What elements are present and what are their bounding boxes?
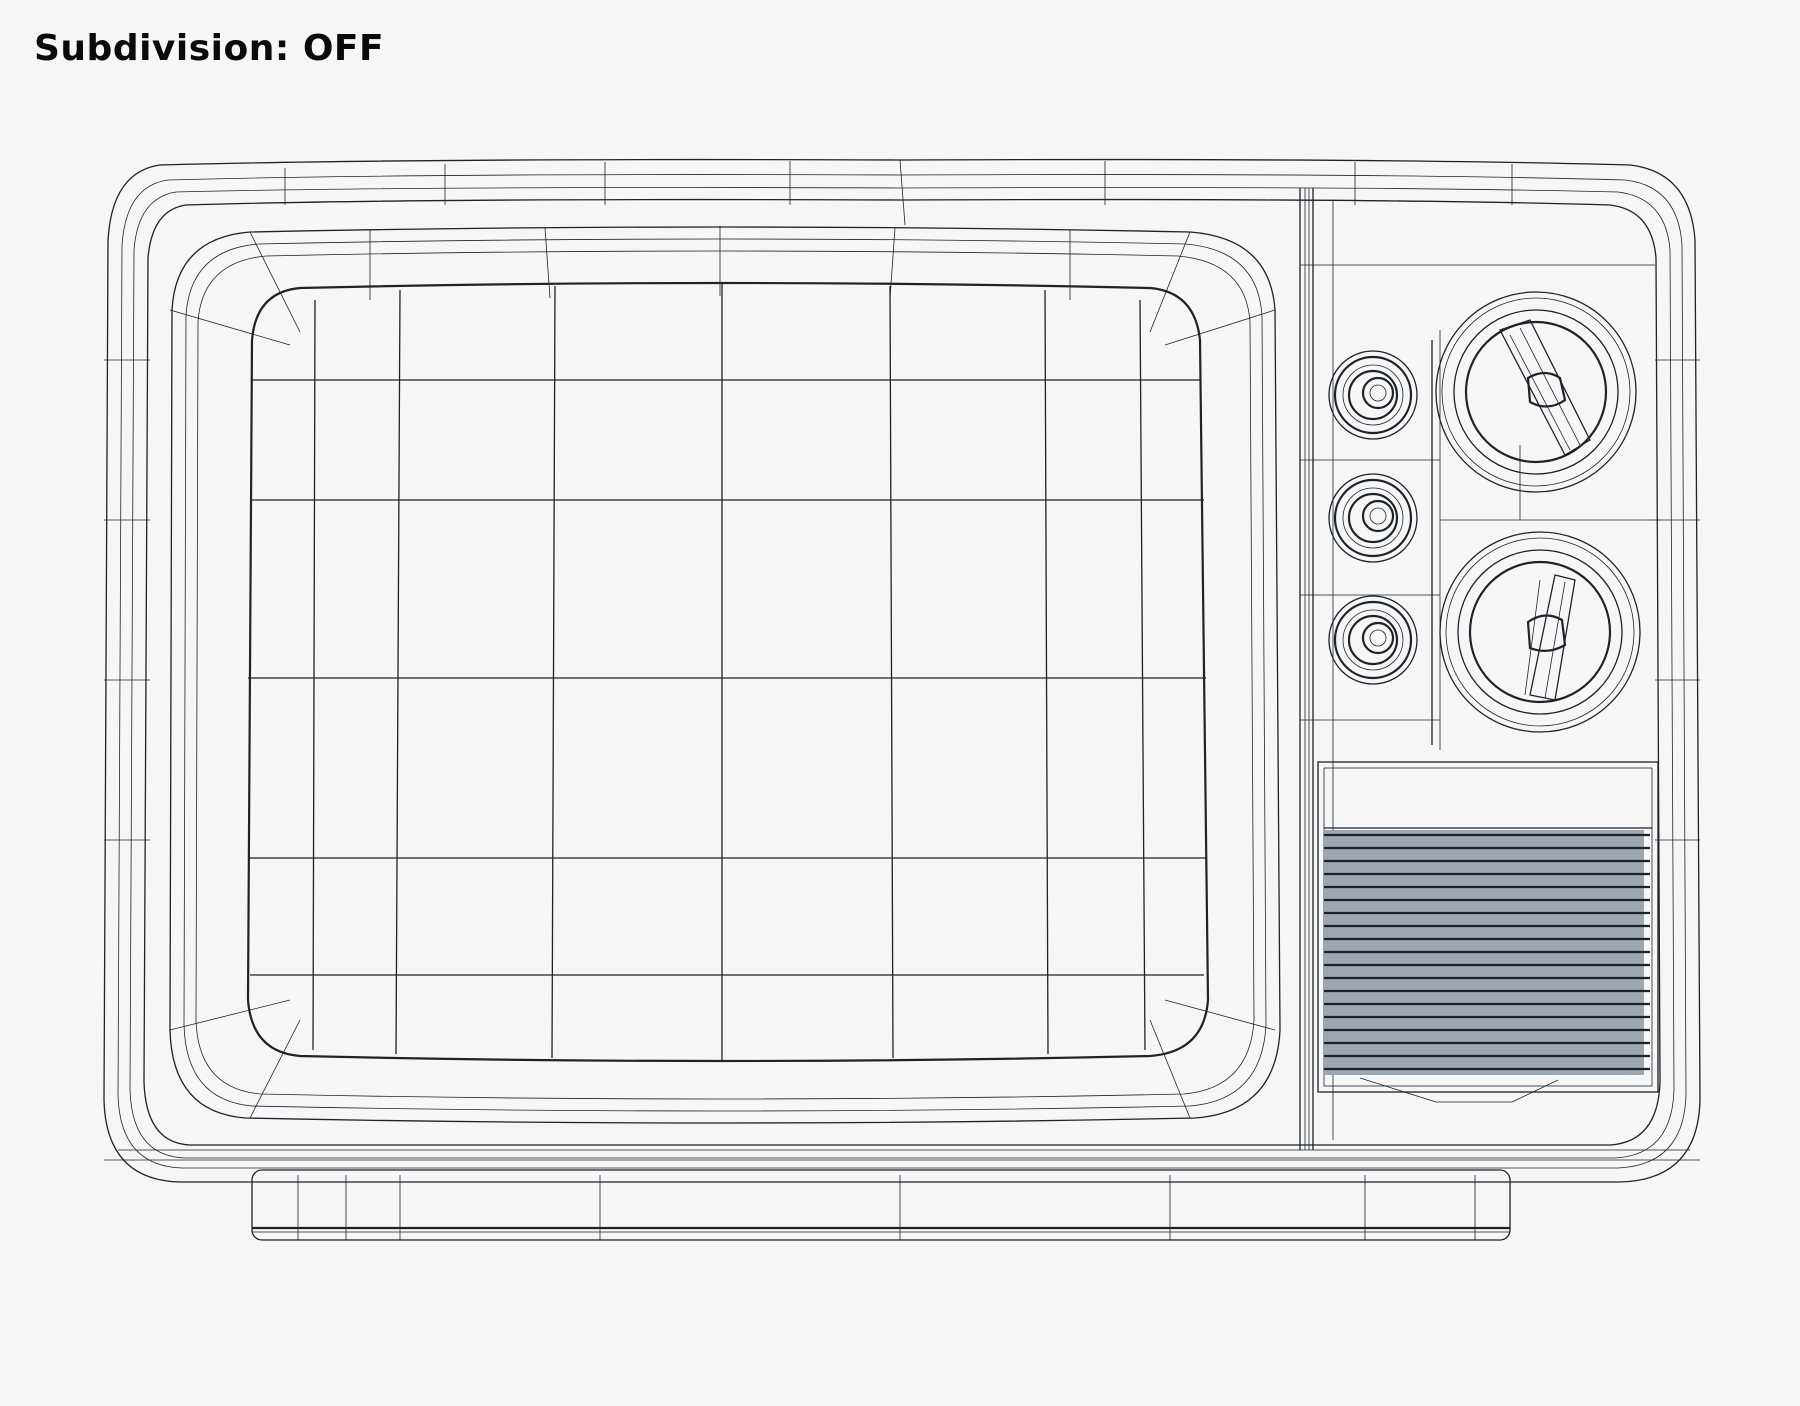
channel-dial-lower bbox=[1439, 531, 1641, 733]
small-knob-2 bbox=[1328, 473, 1418, 563]
tv-stand bbox=[251, 1169, 1511, 1241]
channel-dial-upper bbox=[1435, 291, 1637, 493]
subdivision-label: Subdivision: bbox=[34, 28, 290, 69]
tv-cabinet bbox=[103, 158, 1701, 1183]
screen-bezel bbox=[169, 226, 1281, 1124]
crt-screen bbox=[246, 281, 1210, 1063]
speaker-grille bbox=[1324, 830, 1650, 1103]
subdivision-status-label: Subdivision: OFF bbox=[34, 28, 384, 69]
small-knob-3 bbox=[1328, 595, 1418, 685]
subdivision-state: OFF bbox=[302, 28, 385, 69]
small-knob-1 bbox=[1328, 350, 1418, 440]
